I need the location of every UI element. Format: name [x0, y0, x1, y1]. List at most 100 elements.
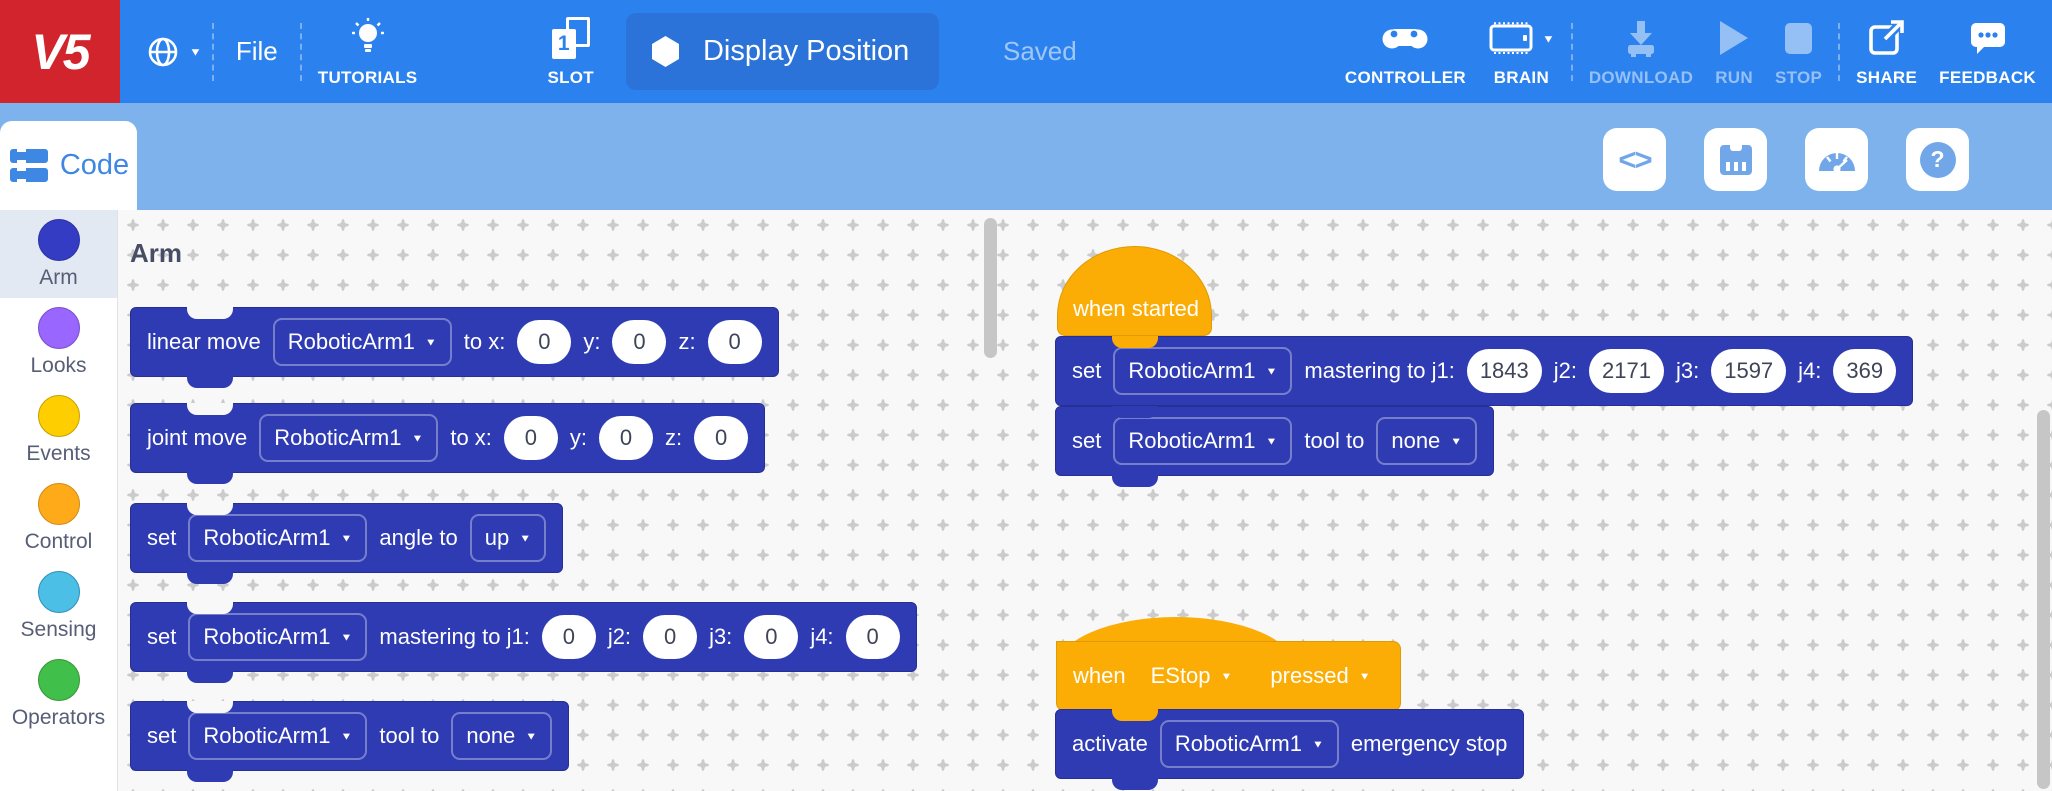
project-title: Display Position [702, 35, 910, 67]
block-number-input[interactable]: 0 [744, 615, 799, 659]
dropdown-value: EStop [1150, 663, 1211, 688]
block-tab [187, 472, 233, 484]
block-dropdown[interactable]: RoboticArm1▼ [272, 318, 452, 366]
palette-scrollbar[interactable] [984, 218, 997, 358]
block-number-input[interactable]: 0 [694, 416, 749, 460]
tab-code[interactable]: Code [0, 121, 137, 210]
play-icon [1720, 15, 1749, 61]
block-number-input[interactable]: 0 [517, 320, 572, 364]
block-number-input[interactable]: 1597 [1711, 349, 1787, 393]
project-name-button[interactable]: Display Position [625, 13, 939, 90]
dropdown-value: RoboticArm1 [274, 425, 402, 450]
device-manager-button[interactable] [1704, 128, 1767, 191]
block-label: when started [1073, 296, 1199, 321]
block-dropdown[interactable]: up▼ [469, 514, 547, 562]
block-dropdown[interactable]: EStop ▼ [1138, 652, 1246, 700]
block-notch [1112, 336, 1158, 348]
block-notch [187, 307, 233, 319]
block-dropdown[interactable]: RoboticArm1▼ [188, 514, 368, 562]
block-label: set [147, 525, 177, 550]
chevron-down-icon: ▼ [525, 730, 538, 742]
block-label: to x: [463, 329, 506, 354]
category-circle-icon [37, 218, 80, 261]
dropdown-value: RoboticArm1 [203, 723, 331, 748]
block-number-input[interactable]: 0 [541, 615, 596, 659]
block-label: set [147, 624, 177, 649]
brain-button[interactable]: ▼ BRAIN [1482, 0, 1561, 103]
block-dropdown[interactable]: pressed▼ [1257, 652, 1383, 700]
dropdown-value: RoboticArm1 [1128, 428, 1256, 453]
category-circle-icon [37, 482, 80, 525]
block-dropdown[interactable]: RoboticArm1▼ [1113, 347, 1293, 395]
block-number-input[interactable]: 0 [707, 320, 762, 364]
block-number-input[interactable]: 0 [599, 416, 654, 460]
workspace-scrollbar[interactable] [2037, 410, 2050, 789]
block-number-input[interactable]: 0 [643, 615, 698, 659]
category-label: Operators [11, 705, 106, 729]
globe-icon [146, 35, 180, 69]
block-notch [1112, 709, 1158, 721]
controller-button[interactable]: CONTROLLER [1339, 0, 1472, 103]
feedback-button[interactable]: FEEDBACK [1933, 0, 2042, 103]
block-number-input[interactable]: 0 [845, 615, 900, 659]
block-number-input[interactable]: 2171 [1589, 349, 1664, 393]
slot-button[interactable]: 1 SLOT [541, 0, 600, 103]
chevron-down-icon: ▼ [1358, 670, 1371, 682]
block-dropdown[interactable]: RoboticArm1 ▼ [188, 712, 368, 760]
share-button[interactable]: SHARE [1850, 0, 1923, 103]
block-number-input[interactable]: 1843 [1466, 349, 1542, 393]
block-number-input[interactable]: 0 [612, 320, 667, 364]
block-dropdown[interactable]: none▼ [1376, 417, 1478, 465]
category-label: Sensing [20, 617, 97, 641]
chevron-down-icon: ▼ [1220, 670, 1233, 682]
chevron-down-icon: ▼ [1450, 435, 1463, 447]
block-number-input[interactable]: 0 [503, 416, 558, 460]
dashboard-button[interactable] [1805, 128, 1868, 191]
code-toggle-icon: <> [1618, 141, 1652, 177]
block-number-input[interactable]: 369 [1833, 349, 1897, 393]
block-dropdown[interactable]: RoboticArm1 ▼ [1113, 417, 1293, 465]
chevron-down-icon: ▼ [424, 336, 437, 348]
category-circle-icon [37, 394, 80, 437]
help-button[interactable]: ? [1906, 128, 1969, 191]
block-dropdown[interactable]: RoboticArm1▼ [259, 414, 439, 462]
block-dropdown[interactable]: RoboticArm1▼ [188, 613, 368, 661]
tutorials-button[interactable]: TUTORIALS [312, 0, 424, 103]
download-button[interactable]: DOWNLOAD [1583, 0, 1699, 103]
language-button[interactable]: ▼ [136, 0, 212, 103]
hat-when-started[interactable]: when started [1057, 246, 1212, 336]
file-menu-button[interactable]: File [235, 36, 278, 66]
sidebar-item-looks[interactable]: Looks [0, 298, 117, 386]
code-toggle-button[interactable]: <> [1603, 128, 1666, 191]
category-label: Arm [39, 265, 78, 289]
save-status: Saved [1002, 36, 1077, 66]
sidebar-item-sensing[interactable]: Sensing [0, 562, 117, 650]
block-dropdown[interactable]: none▼ [451, 712, 553, 760]
sidebar-item-arm[interactable]: Arm [0, 210, 117, 298]
chevron-down-icon: ▼ [1265, 435, 1278, 447]
chevron-down-icon: ▼ [340, 730, 353, 742]
chevron-down-icon: ▼ [340, 532, 353, 544]
stop-button[interactable]: STOP [1769, 0, 1828, 103]
block-label: mastering to j1: [1304, 358, 1455, 383]
sidebar-item-events[interactable]: Events [0, 386, 117, 474]
category-label: Events [26, 441, 91, 465]
block-label: tool to [379, 723, 440, 748]
sidebar-item-operators[interactable]: Operators [0, 650, 117, 738]
download-icon [1621, 15, 1661, 61]
run-button[interactable]: RUN [1709, 0, 1759, 103]
chevron-down-icon: ▼ [1311, 738, 1324, 750]
sidebar-item-control[interactable]: Control [0, 474, 117, 562]
block-dropdown[interactable]: RoboticArm1▼ [1159, 720, 1339, 768]
